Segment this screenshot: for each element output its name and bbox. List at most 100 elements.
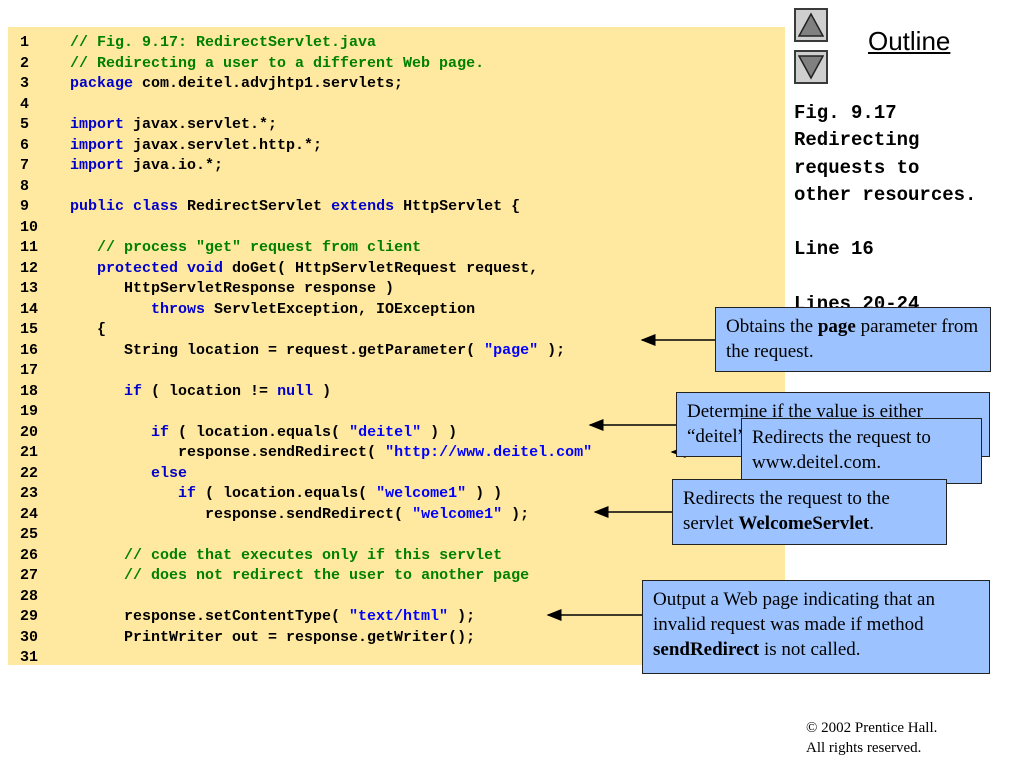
code-token: response.sendRedirect( bbox=[70, 505, 413, 523]
code-token: if bbox=[124, 382, 143, 400]
line-number: 16 bbox=[20, 341, 39, 359]
code-token: // Redirecting a user to a different Web… bbox=[70, 54, 485, 72]
code-token: // Fig. 9.17: RedirectServlet.java bbox=[70, 34, 377, 51]
line-number: 29 bbox=[20, 608, 39, 625]
code-line: // Fig. 9.17: RedirectServlet.java bbox=[70, 33, 592, 54]
code-token: ); bbox=[448, 608, 476, 625]
line-number: 23 bbox=[20, 485, 39, 502]
code-line: response.setContentType( "text/html" ); bbox=[70, 607, 592, 628]
code-line: String location = request.getParameter( … bbox=[70, 341, 592, 362]
code-token: "welcome1" bbox=[412, 505, 503, 523]
triangle-up-icon bbox=[798, 12, 824, 37]
line-number: 10 bbox=[20, 218, 39, 236]
code-listing-panel bbox=[8, 27, 785, 665]
code-token: ) ) bbox=[466, 485, 503, 502]
figure-title-line-2: requests to bbox=[794, 156, 920, 179]
line-number: 6 bbox=[20, 136, 30, 154]
code-token: throws bbox=[151, 300, 206, 318]
code-token: javax.servlet.*; bbox=[124, 116, 278, 133]
callout-obtains-parameter: Obtains the page parameter from the requ… bbox=[715, 307, 991, 372]
code-token: javax.servlet.http.*; bbox=[124, 136, 323, 154]
line-number: 8 bbox=[20, 177, 30, 195]
code-token: ); bbox=[502, 505, 530, 523]
previous-slide-button[interactable] bbox=[794, 8, 828, 42]
code-line: protected void doGet( HttpServletRequest… bbox=[70, 259, 592, 280]
code-line: // process "get" request from client bbox=[70, 238, 592, 259]
copyright-notice: © 2002 Prentice Hall. All rights reserve… bbox=[806, 718, 937, 758]
code-token: ServletException, IOException bbox=[205, 300, 476, 318]
next-slide-button[interactable] bbox=[794, 50, 828, 84]
line-number: 1 bbox=[20, 34, 30, 51]
code-token: "page" bbox=[484, 341, 539, 359]
code-token: import bbox=[70, 116, 125, 133]
line-number: 3 bbox=[20, 75, 30, 92]
code-line: import javax.servlet.http.*; bbox=[70, 136, 592, 157]
code-token: else bbox=[151, 464, 188, 482]
line-number: 18 bbox=[20, 382, 39, 400]
callout-redirect-deitel: Redirects the request to www.deitel.com. bbox=[741, 418, 982, 484]
code-token: "http://www.deitel.com" bbox=[385, 444, 593, 461]
code-line: public class RedirectServlet extends Htt… bbox=[70, 197, 592, 218]
code-token: String location = request.getParameter( bbox=[70, 341, 485, 359]
code-token: PrintWriter out = response.getWriter(); bbox=[70, 628, 476, 646]
code-token: import bbox=[70, 157, 125, 174]
line-number: 7 bbox=[20, 157, 30, 174]
callout-redirect-welcome: Redirects the request to the servlet Wel… bbox=[672, 479, 947, 545]
line-number: 24 bbox=[20, 505, 39, 523]
line-number: 2 bbox=[20, 54, 30, 72]
line-number: 20 bbox=[20, 423, 39, 441]
line-number: 11 bbox=[20, 239, 39, 256]
line-number: 30 bbox=[20, 628, 39, 646]
code-line: { bbox=[70, 320, 592, 341]
line-reference: Line 16 bbox=[794, 238, 874, 261]
code-token: ( location.equals( bbox=[169, 423, 350, 441]
figure-number: Fig. 9.17 bbox=[794, 102, 897, 124]
line-number: 4 bbox=[20, 95, 30, 113]
code-token: extends bbox=[331, 198, 395, 215]
line-number: 15 bbox=[20, 321, 39, 338]
code-token: RedirectServlet bbox=[178, 198, 332, 215]
line-number: 14 bbox=[20, 300, 39, 318]
code-line: if ( location.equals( "deitel" ) ) bbox=[70, 423, 592, 444]
figure-title-line-1: Redirecting bbox=[794, 129, 920, 152]
code-token: import bbox=[70, 136, 125, 154]
line-number: 9 bbox=[20, 198, 30, 215]
line-number: 19 bbox=[20, 403, 39, 420]
code-token: doGet( HttpServletRequest request, bbox=[223, 259, 539, 277]
line-number: 5 bbox=[20, 116, 30, 133]
code-token: java.io.*; bbox=[124, 157, 224, 174]
code-line: response.sendRedirect( "http://www.deite… bbox=[70, 443, 592, 464]
line-number: 21 bbox=[20, 444, 39, 461]
outline-link[interactable]: Outline bbox=[868, 26, 951, 56]
code-line: PrintWriter out = response.getWriter(); bbox=[70, 628, 592, 649]
line-number: 13 bbox=[20, 280, 39, 297]
line-number: 27 bbox=[20, 567, 39, 584]
code-token: { bbox=[70, 321, 107, 338]
code-token: ) bbox=[313, 382, 332, 400]
line-number: 22 bbox=[20, 464, 39, 482]
copyright-line-1: © 2002 Prentice Hall. bbox=[806, 720, 938, 736]
code-line: // Redirecting a user to a different Web… bbox=[70, 54, 592, 75]
code-token: response.setContentType( bbox=[70, 608, 350, 625]
code-token: ) ) bbox=[421, 423, 458, 441]
code-line: if ( location.equals( "welcome1" ) ) bbox=[70, 484, 592, 505]
code-token: HttpServlet { bbox=[394, 198, 521, 215]
code-token: if bbox=[178, 485, 197, 502]
code-line: else bbox=[70, 464, 592, 485]
code-token: com.deitel.advjhtp1.servlets; bbox=[133, 75, 404, 92]
code-line: // code that executes only if this servl… bbox=[70, 546, 592, 567]
code-token: public class bbox=[70, 198, 179, 215]
code-token: ); bbox=[538, 341, 566, 359]
code-token: null bbox=[277, 382, 314, 400]
code-token: // code that executes only if this servl… bbox=[124, 546, 503, 564]
triangle-down-icon bbox=[798, 55, 824, 80]
code-token: package bbox=[70, 75, 134, 92]
code-token: "deitel" bbox=[349, 423, 422, 441]
code-line: package com.deitel.advjhtp1.servlets; bbox=[70, 74, 592, 95]
line-number: 31 bbox=[20, 649, 39, 666]
code-line: import javax.servlet.*; bbox=[70, 115, 592, 136]
code-line: // does not redirect the user to another… bbox=[70, 566, 592, 587]
line-number: 28 bbox=[20, 587, 39, 605]
line-number: 17 bbox=[20, 362, 39, 379]
